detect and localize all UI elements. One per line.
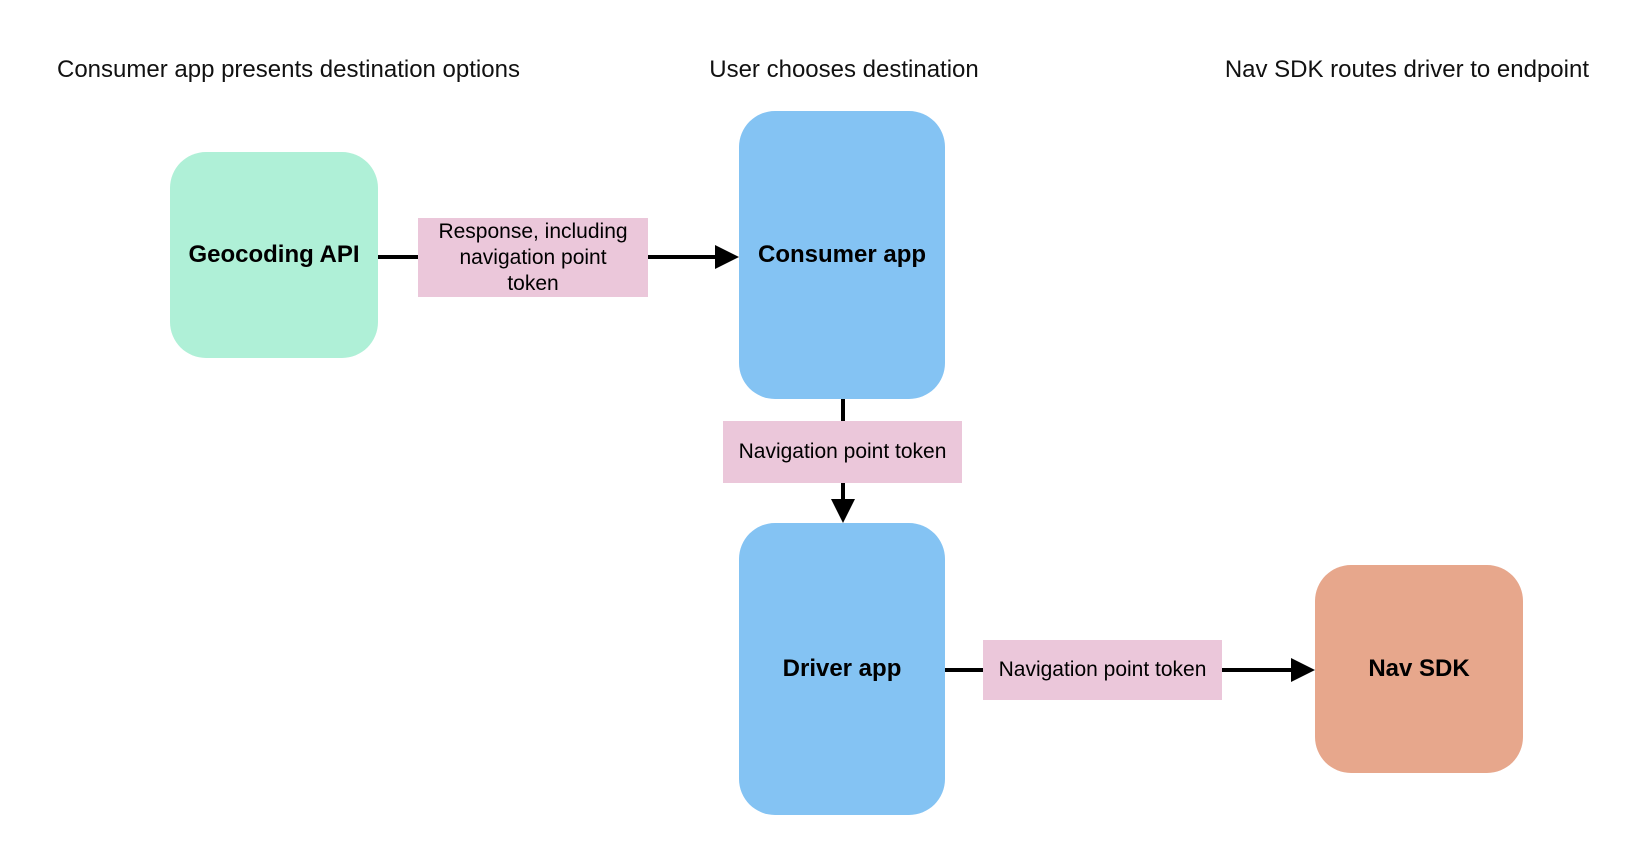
node-driver-app-label: Driver app: [782, 655, 902, 682]
arrowhead-right-icon: [1291, 658, 1315, 682]
node-consumer-app-label: Consumer app: [757, 241, 927, 268]
edge-label-navigation-point-token-2: Navigation point token: [983, 640, 1222, 700]
node-geocoding-api: Geocoding API: [170, 152, 378, 358]
arrowhead-down-icon: [831, 499, 855, 523]
node-driver-app: Driver app: [739, 523, 945, 815]
stage-heading-consumer-presents: Consumer app presents destination option…: [57, 56, 520, 83]
node-geocoding-api-label: Geocoding API: [188, 241, 360, 268]
node-nav-sdk: Nav SDK: [1315, 565, 1523, 773]
node-consumer-app: Consumer app: [739, 111, 945, 399]
stage-heading-navsdk-routes: Nav SDK routes driver to endpoint: [1224, 56, 1589, 83]
arrowhead-right-icon: [715, 245, 739, 269]
stage-heading-user-chooses: User chooses destination: [709, 56, 979, 83]
edge-label-response-including-token: Response, including navigation point tok…: [418, 218, 648, 297]
edge-label-navigation-point-token-1: Navigation point token: [723, 421, 962, 483]
node-nav-sdk-label: Nav SDK: [1368, 655, 1470, 682]
